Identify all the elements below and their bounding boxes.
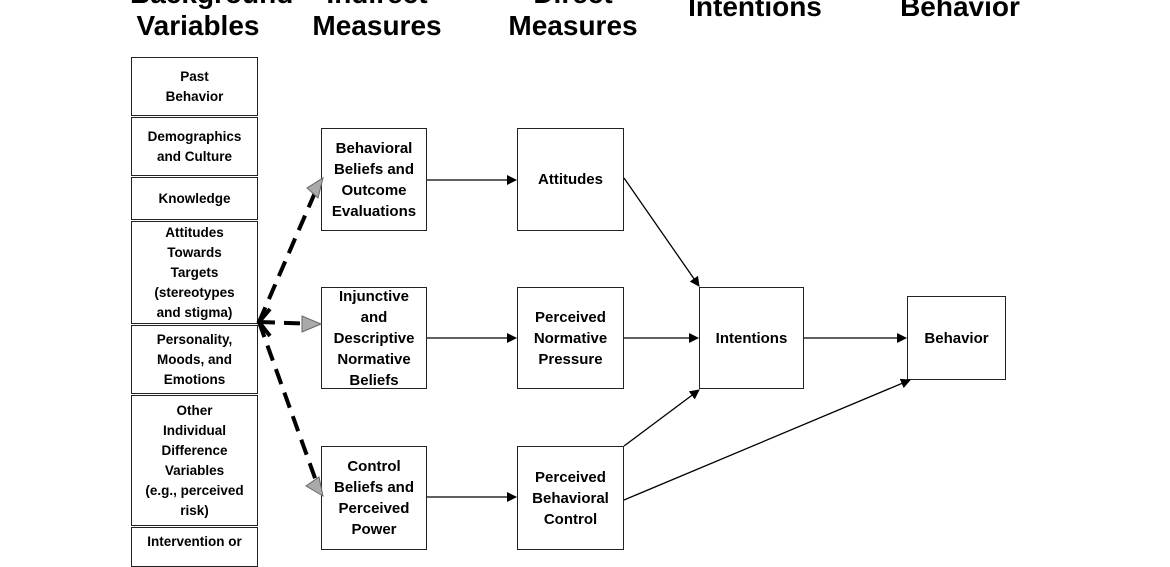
connector-layer: [256, 175, 911, 502]
dashed-links: [256, 176, 324, 498]
box-perceived-behavioral-control: Perceived Behavioral Control: [517, 446, 624, 550]
bg-other-individual-differences: Other Individual Difference Variables (e…: [131, 395, 258, 526]
header-indirect-line1: Indirect: [304, 0, 450, 10]
bg-past-behavior: Past Behavior: [131, 57, 258, 116]
bg-personality-moods-emotions: Personality, Moods, and Emotions: [131, 325, 258, 394]
dashed-link-to-control-beliefs: [257, 321, 322, 493]
box-control-beliefs: Control Beliefs and Perceived Power: [321, 446, 427, 550]
header-background-variables: Background Variables: [130, 0, 293, 42]
header-background-line2: Variables: [136, 10, 260, 41]
header-intentions: Intentions: [688, 0, 822, 22]
header-direct-measures: Direct Measures: [500, 0, 646, 42]
header-indirect-measures: Indirect Measures: [304, 0, 450, 42]
dashed-link-to-behavioral-beliefs: [257, 180, 322, 323]
grey-arrowhead-bottom: [305, 476, 324, 498]
bg-demographics-culture: Demographics and Culture: [131, 117, 258, 176]
box-intentions: Intentions: [699, 287, 804, 389]
box-normative-beliefs: Injunctive and Descriptive Normative Bel…: [321, 287, 427, 389]
header-direct-line2: Measures: [508, 10, 638, 41]
dashed-link-to-normative-beliefs: [258, 320, 318, 326]
grey-arrowhead-top: [306, 176, 324, 199]
box-behavioral-beliefs: Behavioral Beliefs and Outcome Evaluatio…: [321, 128, 427, 231]
box-attitudes: Attitudes: [517, 128, 624, 231]
header-indirect-line2: Measures: [312, 10, 442, 41]
arrow-pbc-to-intentions: [623, 389, 700, 447]
header-direct-line1: Direct: [500, 0, 646, 10]
dashed-link-origin-head: [256, 307, 272, 338]
header-behavior: Behavior: [900, 0, 1020, 22]
arrow-attitudes-to-intentions: [623, 177, 700, 287]
grey-arrowhead-middle: [301, 315, 323, 333]
arrow-pbc-to-behavior: [623, 378, 911, 501]
header-background-line1: Background: [130, 0, 293, 10]
box-behavior: Behavior: [907, 296, 1006, 380]
box-perceived-normative-pressure: Perceived Normative Pressure: [517, 287, 624, 389]
bg-attitudes-towards-targets: Attitudes Towards Targets (stereotypes a…: [131, 221, 258, 324]
bg-knowledge: Knowledge: [131, 177, 258, 220]
